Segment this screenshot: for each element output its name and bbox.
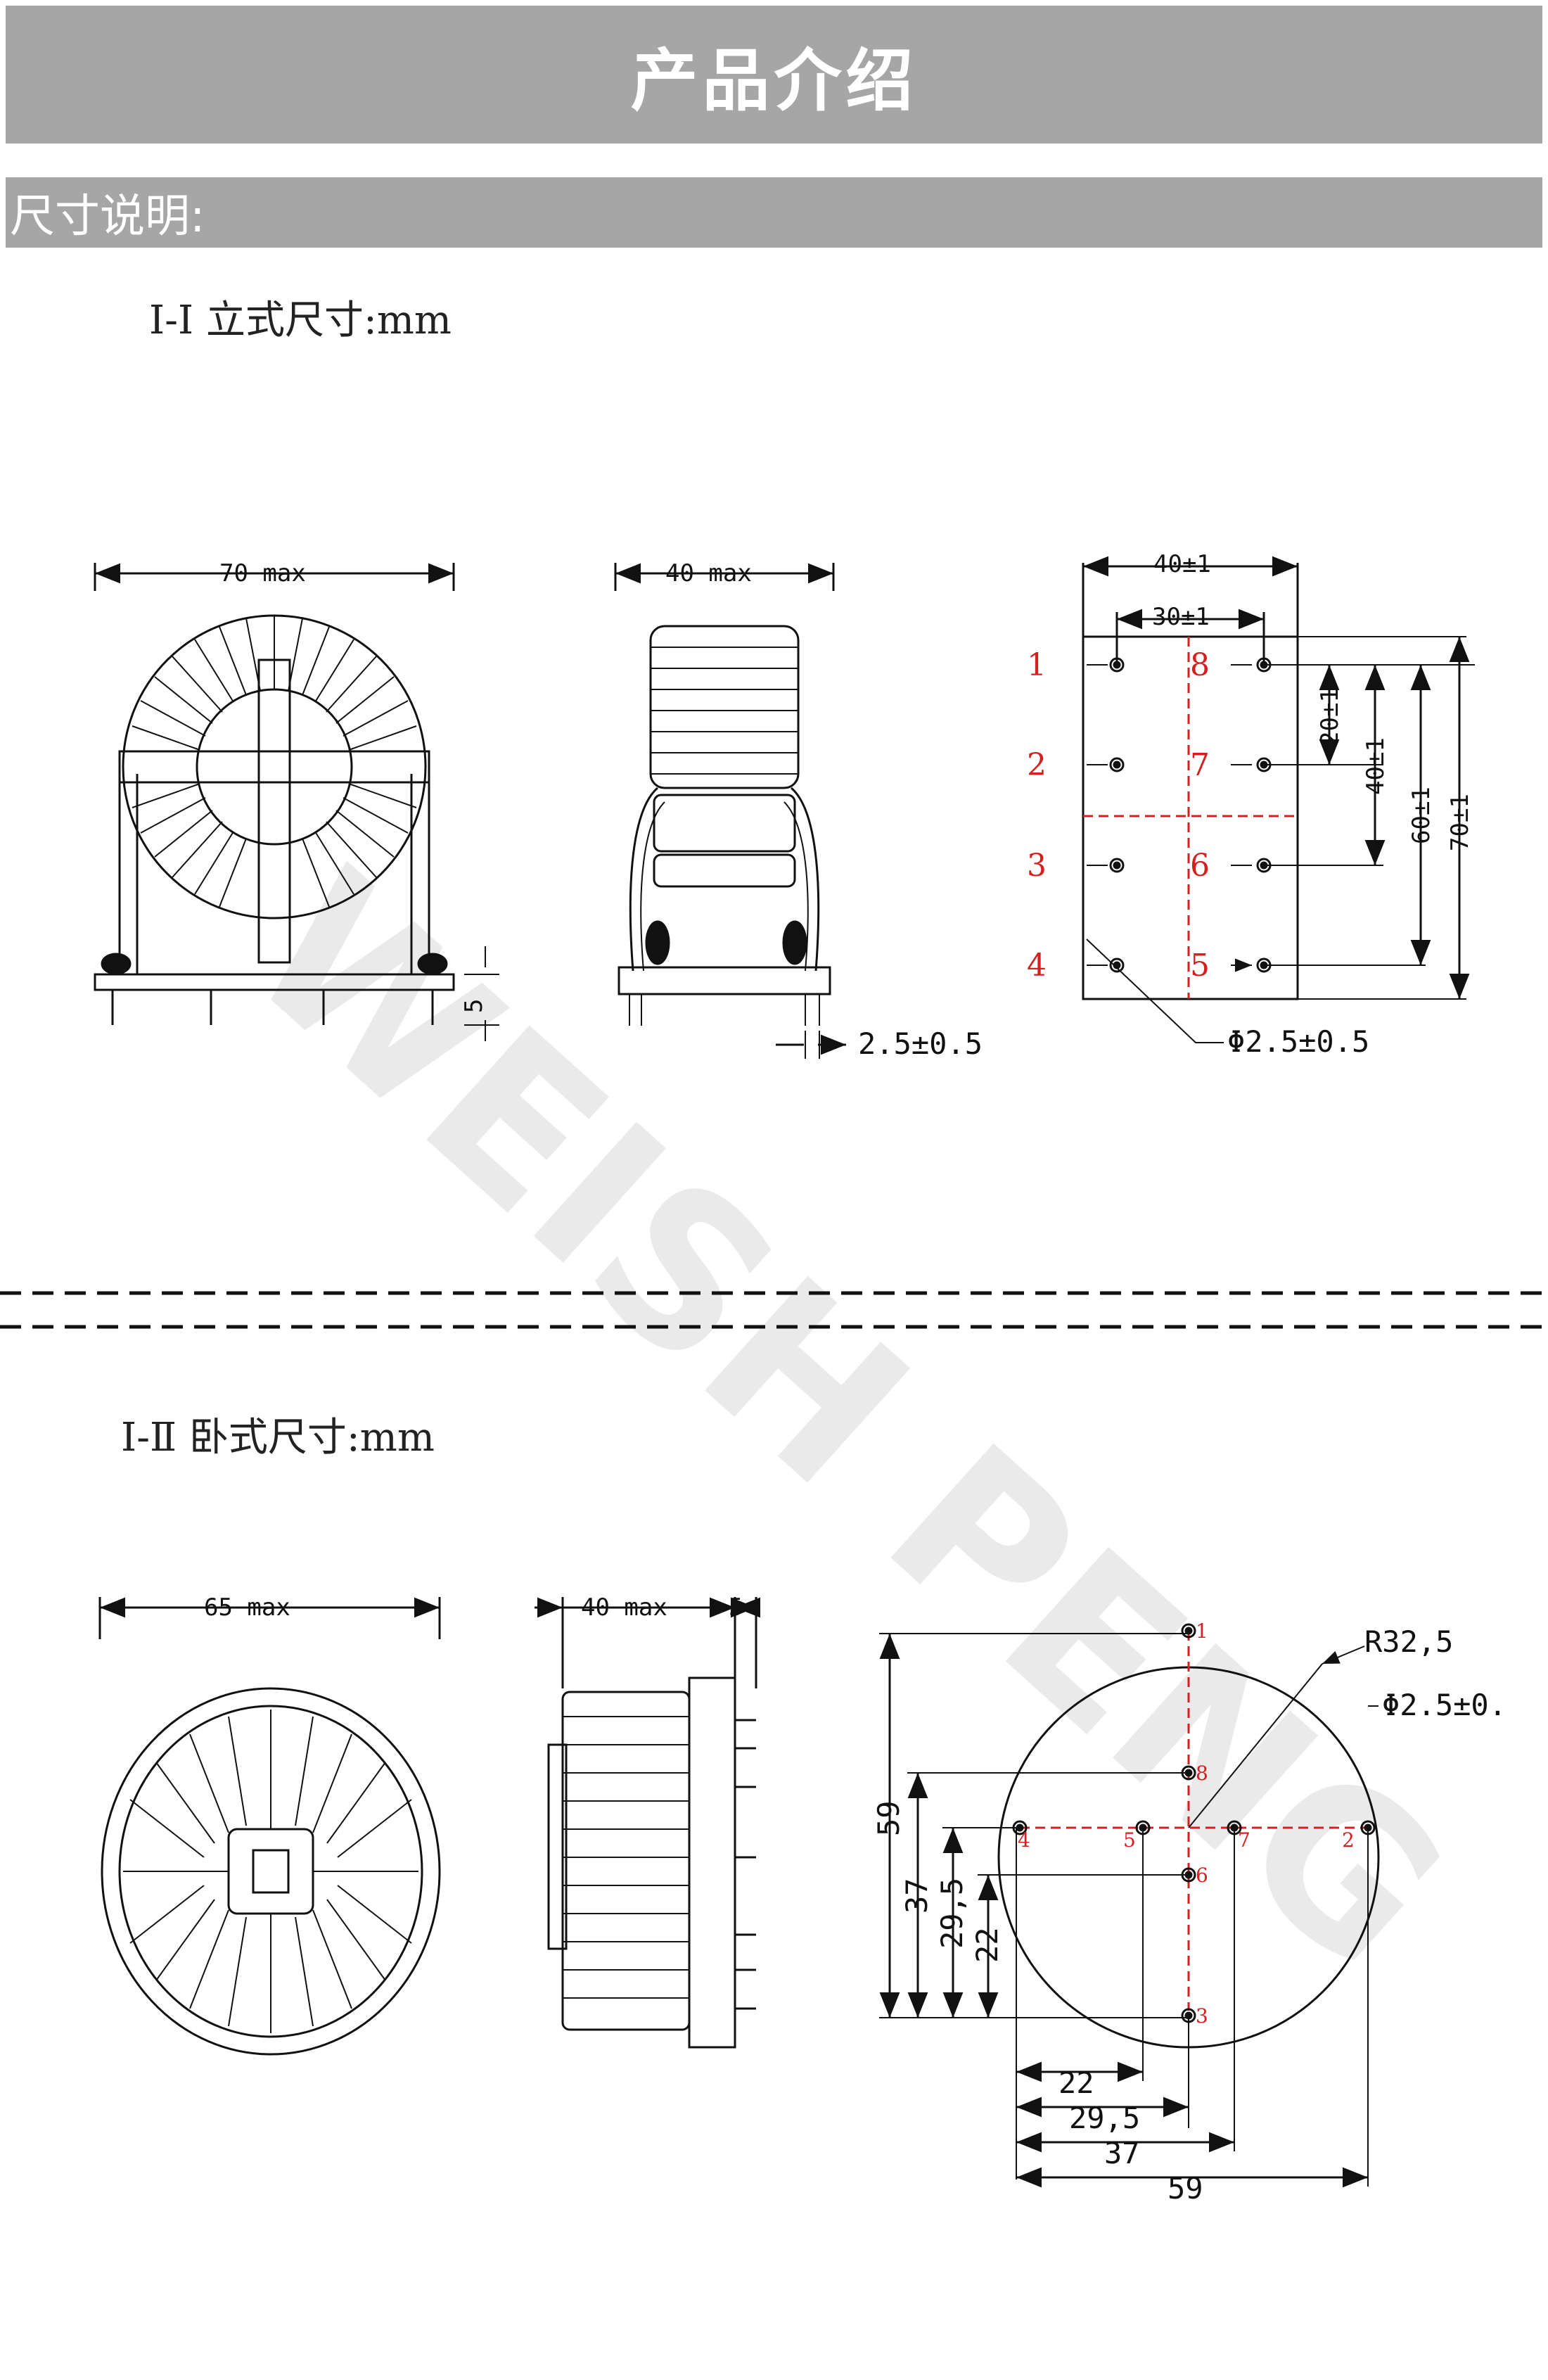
h-dim-59-label: 59 xyxy=(1168,2171,1203,2206)
h-pin-label-5: 5 xyxy=(1123,1828,1136,1852)
section-title-bar: 尺寸说明: xyxy=(6,177,1542,248)
h-pin-label-7: 7 xyxy=(1238,1828,1250,1852)
horizontal-front-windings xyxy=(129,1710,412,2033)
pcb-hole-dia-label: Φ2.5±0.5 xyxy=(1227,1024,1369,1059)
pcb-dim-60-label: 60±1 xyxy=(1407,787,1435,844)
h-pin-label-4: 4 xyxy=(1018,1828,1030,1852)
pin-label-6: 6 xyxy=(1190,848,1210,884)
v-dim-59-label: 59 xyxy=(871,1800,906,1836)
pin-label-1: 1 xyxy=(1027,647,1047,683)
horizontal-front-view xyxy=(98,1597,441,2056)
h-pin-label-6: 6 xyxy=(1196,1864,1208,1887)
horizontal-side-width-label: 40 max xyxy=(581,1593,667,1622)
v-dim-37-label: 37 xyxy=(900,1878,934,1914)
horizontal-side-extra-label: 5 xyxy=(729,1593,743,1622)
page-title-banner: 产品介绍 xyxy=(6,6,1542,144)
pin-label-2: 2 xyxy=(1027,747,1047,783)
radius-label: R32,5 xyxy=(1364,1624,1453,1659)
h-dim-22-label: 22 xyxy=(1058,2066,1094,2100)
watermark-text: WEISH PENG xyxy=(205,825,1489,2016)
pin-label-4: 4 xyxy=(1027,948,1047,984)
v-dim-22-label: 22 xyxy=(970,1927,1004,1963)
vertical-front-width-label: 70 max xyxy=(219,559,306,587)
vertical-side-width-label: 40 max xyxy=(665,559,752,587)
vertical-heading: Ⅰ-Ⅰ 立式尺寸:mm xyxy=(149,298,452,343)
horizontal-side-view xyxy=(535,1597,760,2049)
page-title: 产品介绍 xyxy=(630,41,918,120)
h-dim-37-label: 37 xyxy=(1104,2136,1140,2170)
vertical-front-windings xyxy=(132,616,417,908)
pcb-dim-70-label: 70±1 xyxy=(1446,794,1474,851)
h-pin-label-8: 8 xyxy=(1196,1762,1208,1785)
vertical-pcb-footprint xyxy=(1082,556,1475,1043)
horizontal-pcb-footprint xyxy=(879,1623,1380,2188)
v-dim-29-5-label: 29,5 xyxy=(935,1878,969,1949)
vertical-pin-length-label: 5 xyxy=(460,999,488,1013)
pin-label-7: 7 xyxy=(1190,747,1210,783)
h-pin-label-2: 2 xyxy=(1342,1828,1355,1852)
vertical-side-view xyxy=(614,563,846,1059)
pcb-dim-40-label: 40±1 xyxy=(1362,737,1390,795)
pin-label-8: 8 xyxy=(1190,647,1210,683)
section-title: 尺寸说明: xyxy=(10,191,205,243)
pcb-width-40-label: 40±1 xyxy=(1153,550,1211,578)
vertical-pin-dia-label: 2.5±0.5 xyxy=(858,1026,983,1061)
pin-label-5: 5 xyxy=(1190,948,1210,984)
h-pin-label-1: 1 xyxy=(1196,1619,1208,1643)
horizontal-hole-dia-label: Φ2.5±0. xyxy=(1382,1688,1507,1722)
horizontal-heading: Ⅰ-Ⅱ 卧式尺寸:mm xyxy=(121,1415,435,1461)
pcb-dim-20-label: 20±1 xyxy=(1316,688,1344,746)
pin-label-3: 3 xyxy=(1027,848,1047,884)
h-pin-label-3: 3 xyxy=(1196,2004,1208,2028)
horizontal-front-width-label: 65 max xyxy=(204,1593,290,1622)
pcb-width-30-label: 30±1 xyxy=(1152,603,1210,631)
h-dim-29-5-label: 29,5 xyxy=(1069,2101,1140,2135)
